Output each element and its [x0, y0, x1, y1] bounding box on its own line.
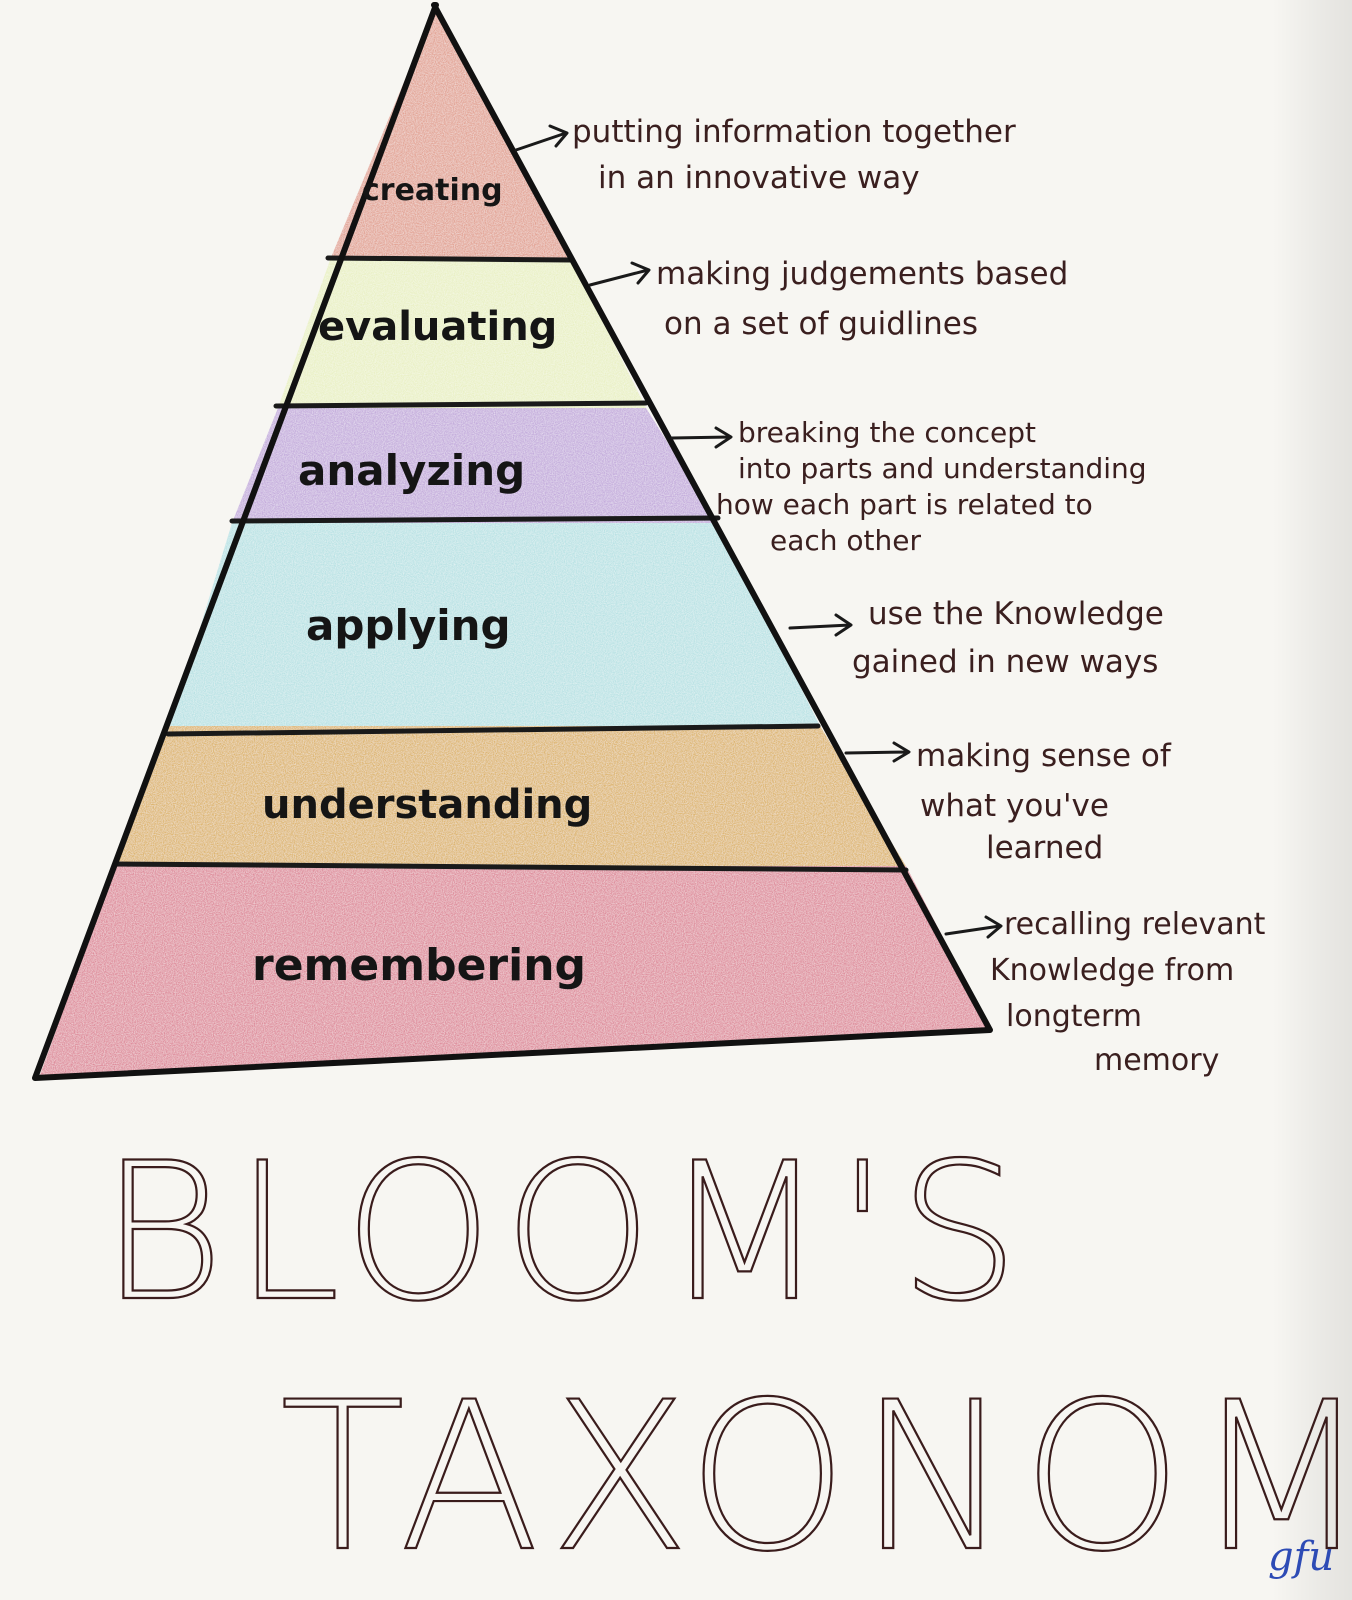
band-evaluating [278, 260, 646, 408]
desc-understanding-line-3: learned [986, 830, 1103, 866]
desc-remembering-line-3: longterm [1006, 999, 1142, 1034]
desc-understanding-line-1: making sense of [916, 738, 1172, 774]
arrow-evaluating [588, 261, 651, 287]
arrow-applying [788, 613, 853, 637]
arrows [514, 124, 1003, 939]
level-label-analyzing: analyzing [298, 446, 525, 495]
level-labels: creating evaluating analyzing applying u… [252, 173, 592, 991]
desc-analyzing-line-1: breaking the concept [738, 416, 1036, 449]
level-label-creating: creating [362, 173, 503, 208]
desc-applying-line-2: gained in new ways [852, 644, 1158, 680]
desc-analyzing-line-3: how each part is related to [716, 488, 1093, 521]
desc-applying: use the Knowledge gained in new ways [852, 596, 1174, 680]
desc-evaluating: making judgements based on a set of guid… [656, 256, 1078, 342]
level-label-remembering: remembering [252, 940, 586, 991]
desc-understanding: making sense of what you've learned [916, 738, 1181, 866]
band-analyzing [232, 408, 718, 523]
arrow-understanding [844, 741, 911, 763]
band-understanding [115, 726, 906, 866]
band-dividers [112, 255, 909, 873]
pyramid-bands [40, 5, 990, 1075]
desc-evaluating-line-2: on a set of guidlines [664, 306, 978, 342]
desc-analyzing-line-4: each other [770, 524, 922, 557]
descriptions: putting information together in an innov… [572, 114, 1275, 1078]
desc-remembering-line-2: Knowledge from [990, 953, 1234, 988]
level-label-understanding: understanding [262, 782, 592, 828]
desc-analyzing: breaking the concept into parts and unde… [716, 416, 1155, 557]
band-remembering [40, 866, 990, 1075]
arrow-analyzing [670, 426, 733, 449]
signature: gfu [1268, 1534, 1334, 1580]
desc-creating: putting information together in an innov… [572, 114, 1026, 196]
desc-understanding-line-2: what you've [920, 788, 1109, 824]
desc-creating-line-2: in an innovative way [598, 160, 920, 196]
desc-creating-line-1: putting information together [572, 114, 1016, 150]
desc-remembering: recalling relevant Knowledge from longte… [990, 907, 1275, 1078]
desc-remembering-line-1: recalling relevant [1004, 907, 1266, 942]
arrow-remembering [944, 915, 1003, 939]
level-label-applying: applying [306, 601, 511, 650]
page-shadow [1272, 0, 1352, 1600]
arrow-creating [514, 124, 569, 152]
desc-applying-line-1: use the Knowledge [868, 596, 1164, 632]
title: BLOOM'S TAXONOMY! [99, 1121, 1352, 1598]
level-label-evaluating: evaluating [318, 304, 557, 350]
desc-analyzing-line-2: into parts and understanding [738, 452, 1147, 485]
band-applying [170, 523, 820, 726]
pyramid-outline [32, 2, 993, 1081]
desc-evaluating-line-1: making judgements based [656, 256, 1068, 292]
desc-remembering-line-4: memory [1094, 1043, 1219, 1078]
title-line-2: TAXONOMY! [280, 1359, 1352, 1597]
band-creating [330, 5, 572, 260]
title-line-1: BLOOM'S [100, 1122, 1029, 1343]
